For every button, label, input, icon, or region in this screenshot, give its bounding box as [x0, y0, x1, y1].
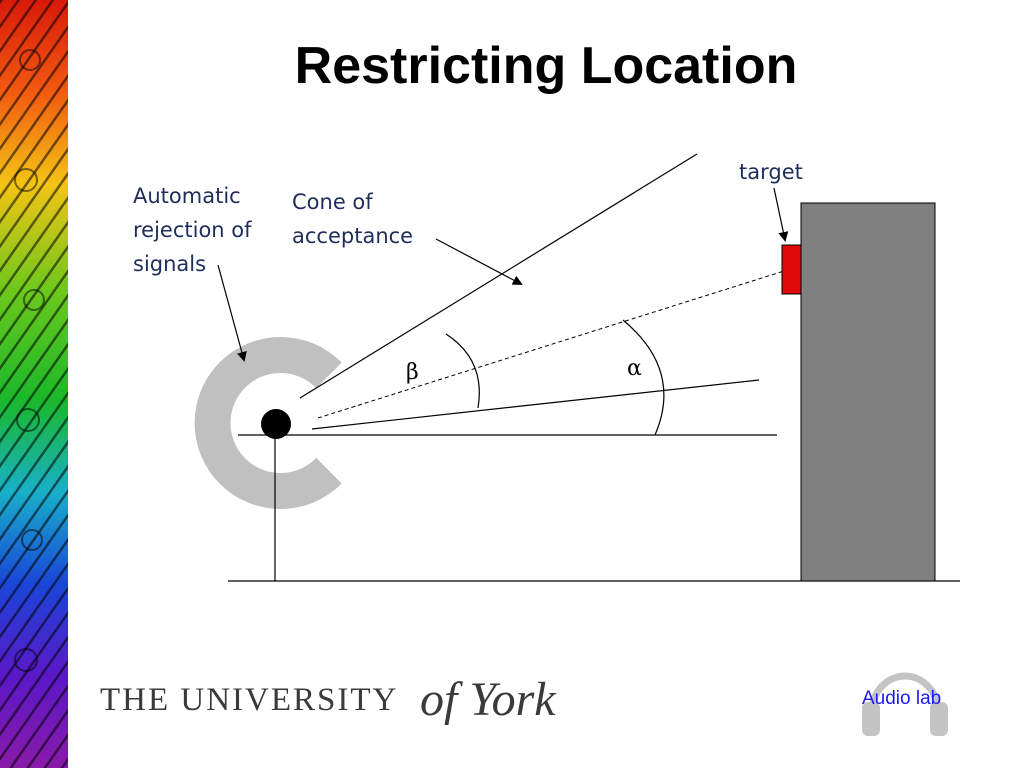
- cone-upper-edge: [299, 153, 698, 399]
- wall: [800, 202, 936, 582]
- beta-symbol: β: [406, 360, 419, 385]
- logo-university-text: THE UNIVERSITY: [100, 682, 399, 718]
- audio-lab-label: Audio lab: [862, 688, 942, 709]
- rejection-ring: [194, 337, 342, 510]
- cone-of-acceptance-label: Cone of acceptance: [292, 190, 414, 248]
- target-direction-dashed: [317, 270, 785, 419]
- arrow-rejection: [217, 264, 247, 362]
- alpha-symbol: α: [627, 356, 642, 381]
- microphone-dot-icon: [261, 409, 291, 439]
- alpha-arc: [622, 319, 665, 436]
- automatic-rejection-label: Automatic rejection of signals: [133, 184, 252, 276]
- slide-title: Restricting Location: [294, 37, 798, 95]
- target-marker: [781, 244, 802, 295]
- beta-arc: [445, 333, 480, 409]
- headphones-icon: [862, 672, 948, 736]
- logo-of-york-text: of York: [420, 673, 556, 726]
- arrow-target: [773, 187, 789, 242]
- decorative-rainbow-strip: [0, 0, 68, 768]
- university-of-york-logo: THE UNIVERSITY of York: [100, 672, 570, 736]
- arrow-cone: [435, 238, 523, 285]
- target-label: target: [739, 160, 803, 184]
- cone-lower-edge: [311, 379, 760, 430]
